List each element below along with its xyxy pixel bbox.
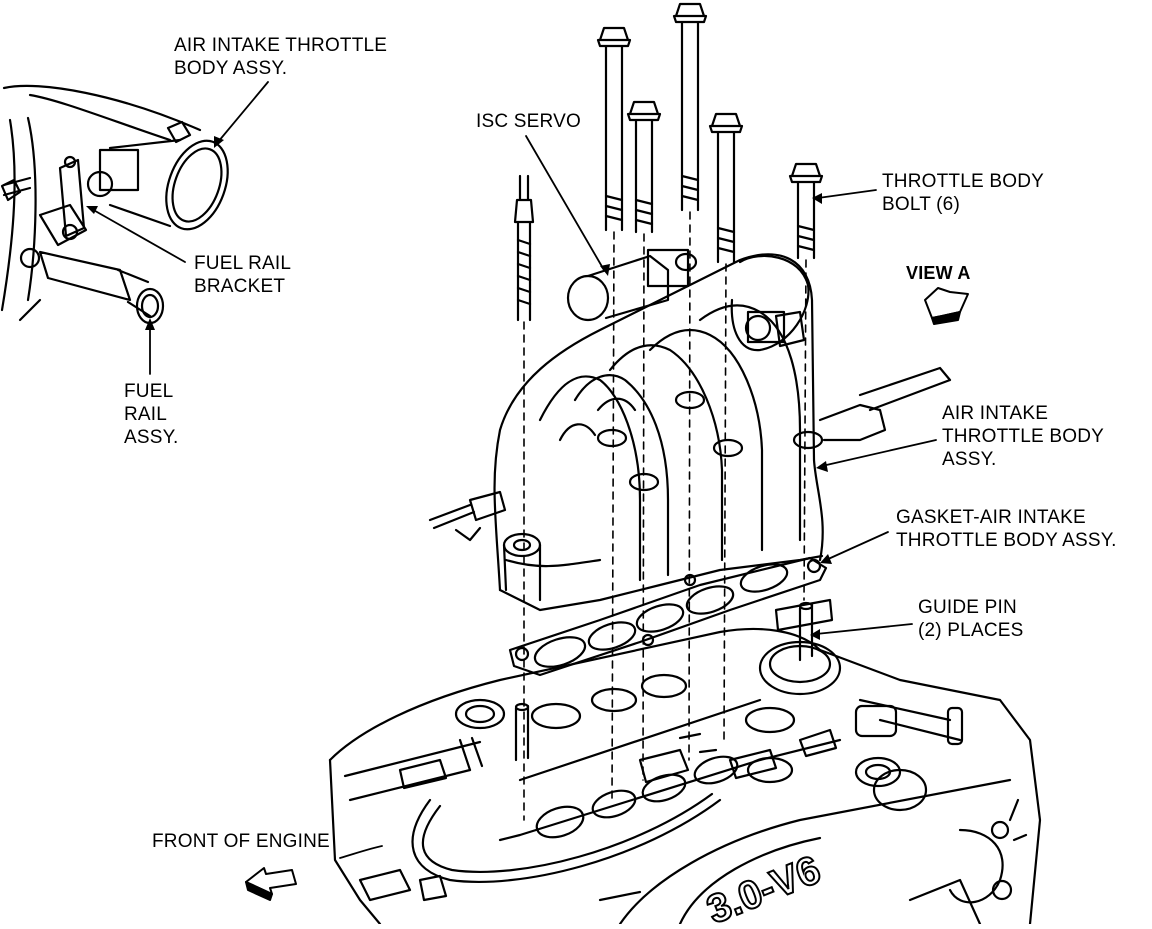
label-fuel-rail-assy: FUEL RAIL ASSY. (124, 380, 179, 449)
label-line: BODY ASSY. (174, 58, 288, 79)
guide-pins (514, 598, 842, 762)
isc-servo (566, 248, 698, 322)
label-line: AIR INTAKE THROTTLE (174, 35, 388, 56)
label-line: ASSY. (124, 427, 179, 448)
label-line: RAIL (124, 404, 168, 425)
gasket (508, 556, 828, 677)
label-isc-servo: ISC SERVO (476, 111, 581, 132)
inset-throttle-body (86, 120, 229, 231)
label-line: GUIDE PIN (918, 597, 1017, 618)
label-line: THROTTLE BODY ASSY. (896, 530, 1117, 551)
label-inset-throttle-body: AIR INTAKE THROTTLE BODY ASSY. (174, 34, 387, 80)
label-line: FUEL RAIL (194, 253, 292, 274)
label-throttle-body-bolt: THROTTLE BODY BOLT (6) (882, 170, 1044, 216)
label-line: FUEL (124, 381, 174, 402)
direction-arrows (245, 287, 969, 901)
label-line: THROTTLE BODY (942, 426, 1105, 447)
label-fuel-rail-bracket: FUEL RAIL BRACKET (194, 252, 291, 298)
label-guide-pin: GUIDE PIN (2) PLACES (918, 596, 1023, 642)
engine-block (328, 627, 1042, 926)
label-view-a: VIEW A (906, 263, 971, 283)
leader-arrowheads (86, 136, 832, 640)
leader-lines (89, 81, 937, 859)
label-gasket: GASKET-AIR INTAKE THROTTLE BODY ASSY. (896, 506, 1117, 552)
bolts (513, 2, 824, 322)
label-air-intake-throttle-body: AIR INTAKE THROTTLE BODY ASSY. (942, 402, 1104, 471)
inset-view (0, 84, 229, 325)
inset-fuel-rail-bracket (0, 155, 88, 269)
label-line: BRACKET (194, 276, 286, 297)
label-line: BOLT (6) (882, 194, 960, 215)
bolt-centerlines (523, 211, 807, 821)
label-line: AIR INTAKE (942, 403, 1049, 424)
label-line: (2) PLACES (918, 620, 1024, 641)
inset-fuel-rail (38, 250, 165, 325)
label-line: GASKET-AIR INTAKE (896, 507, 1086, 528)
label-line: ASSY. (942, 449, 997, 470)
engine-marking: 3.0-V6 (701, 848, 827, 924)
label-line: THROTTLE BODY (882, 171, 1045, 192)
label-front-of-engine: FRONT OF ENGINE (152, 831, 330, 852)
